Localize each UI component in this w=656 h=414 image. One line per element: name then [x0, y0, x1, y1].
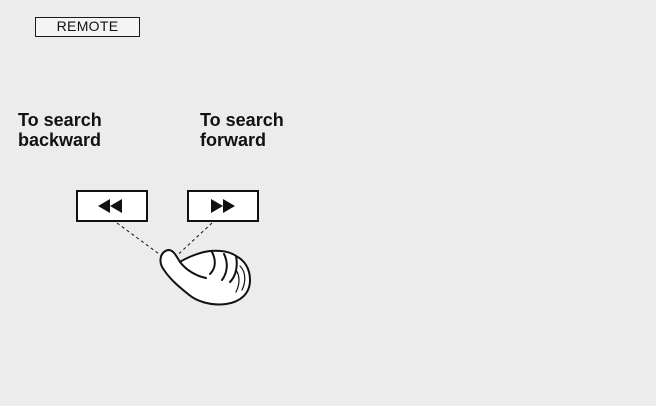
pointing-hand-icon	[161, 250, 250, 304]
fast-forward-icon	[189, 192, 257, 220]
fast-forward-button[interactable]	[187, 190, 259, 222]
rewind-button[interactable]	[76, 190, 148, 222]
rewind-icon	[78, 192, 146, 220]
